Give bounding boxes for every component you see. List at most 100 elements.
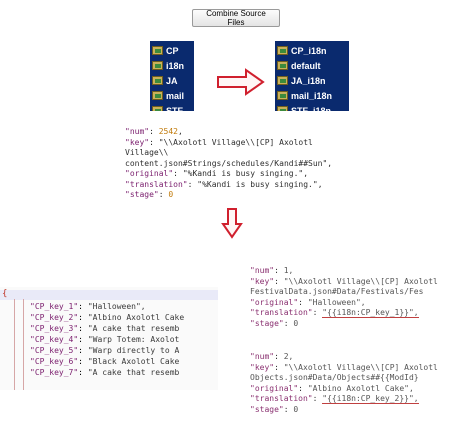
entry-value: "{{i18n:CP_key_2}}", [322, 394, 419, 404]
i18n-value: "A cake that resemb [87, 368, 180, 377]
folder-icon [277, 46, 288, 55]
entry-key: "num" [250, 352, 275, 361]
entry-colon: : [274, 276, 284, 286]
i18n-editor: { "CP_key_1": "Halloween","CP_key_2": "A… [0, 287, 218, 390]
code-line: "original": "%Kandi is busy singing.", [125, 169, 332, 180]
entry-key: "stage" [250, 318, 284, 328]
entry-key: "num" [250, 266, 275, 275]
entry-colon: : [298, 297, 308, 307]
json-entry-2: "num": 2,"key": "\\Axolotl Village\\[CP]… [250, 352, 474, 415]
folder-row: JA [152, 73, 191, 88]
entry-key: "translation" [250, 308, 313, 317]
i18n-colon: : [78, 335, 88, 344]
i18n-value: "Warp directly to A [87, 346, 180, 355]
folder-icon [152, 76, 163, 85]
entry-colon: : [312, 394, 323, 403]
entry-value: "\\Axolotl Village\\[CP] Axolotl [283, 276, 438, 286]
folder-icon [277, 76, 288, 85]
entry-value: "{{i18n:CP_key_1}}", [322, 308, 419, 318]
folder-row: JA_i18n [277, 73, 346, 88]
i18n-value: "Black Axolotl Cake [87, 357, 180, 366]
entry-colon: : [283, 318, 294, 328]
entry-line: "num": 1, [250, 266, 474, 277]
i18n-line: "CP_key_1": "Halloween", [30, 301, 184, 312]
json-key: "num" [125, 127, 150, 136]
entry-key: "key" [250, 276, 275, 286]
code-line: "stage": 0 [125, 190, 332, 201]
entry-value: "Halloween", [307, 297, 366, 307]
json-value: 0 [168, 190, 174, 199]
entry-line: "translation": "{{i18n:CP_key_1}}", [250, 308, 474, 319]
i18n-colon: : [78, 324, 88, 333]
folder-row: CP [152, 43, 191, 58]
folder-label: CP_i18n [291, 45, 327, 56]
folder-label: STF_i18n [291, 105, 332, 112]
i18n-line: "CP_key_3": "A cake that resemb [30, 323, 184, 334]
folder-icon [152, 91, 163, 100]
entry-value: 0 [293, 318, 299, 328]
folder-row: mail_i18n [277, 88, 346, 103]
entry-line: "original": "Halloween", [250, 298, 474, 309]
json-sep: : [149, 137, 159, 147]
i18n-line: "CP_key_6": "Black Axolotl Cake [30, 356, 184, 367]
i18n-key: "CP_key_2" [30, 313, 79, 322]
json-sep: : [158, 190, 169, 199]
i18n-colon: : [78, 346, 88, 355]
folder-label: JA_i18n [291, 75, 326, 86]
i18n-colon: : [78, 313, 88, 322]
entry-key: "stage" [250, 404, 284, 414]
json-comma: , [303, 169, 309, 178]
json-value: "\\Axolotl Village\\[CP] Axolotl [158, 137, 313, 147]
arrow-right-icon [217, 68, 265, 96]
i18n-value: "Halloween", [87, 302, 146, 311]
i18n-key-list: "CP_key_1": "Halloween","CP_key_2": "Alb… [30, 301, 184, 378]
i18n-key: "CP_key_1" [30, 302, 79, 311]
json-value: content.json#Strings/schedules/Kandi##Su… [125, 158, 328, 168]
i18n-colon: : [78, 368, 88, 377]
source-entry-json: "num": 2542,"key": "\\Axolotl Village\\[… [125, 127, 332, 201]
editor-gutter [14, 299, 24, 390]
folder-icon [277, 91, 288, 100]
entry-line: "num": 2, [250, 352, 474, 363]
entry-key: "original" [250, 297, 299, 307]
entry-line: FestivalData.json#Data/Festivals/Fes [250, 287, 474, 298]
brace-marker: { [2, 289, 8, 299]
editor-highlight-line [0, 290, 218, 300]
entry-line: "stage": 0 [250, 405, 474, 416]
i18n-colon: : [78, 357, 88, 366]
folder-row: CP_i18n [277, 43, 346, 58]
combine-source-files-button[interactable]: Combine Source Files [192, 9, 280, 27]
folder-row: i18n [152, 58, 191, 73]
folder-row: default [277, 58, 346, 73]
i18n-value: "Warp Totem: Axolot [87, 335, 180, 344]
entry-line: "translation": "{{i18n:CP_key_2}}", [250, 394, 474, 405]
folder-label: mail_i18n [291, 90, 333, 101]
json-comma: , [327, 158, 333, 168]
i18n-line: "CP_key_4": "Warp Totem: Axolot [30, 334, 184, 345]
i18n-key: "CP_key_3" [30, 324, 79, 333]
entry-line: "key": "\\Axolotl Village\\[CP] Axolotl [250, 363, 474, 374]
entry-value: FestivalData.json#Data/Festivals/Fes [250, 287, 424, 296]
entry-value: 1, [283, 266, 294, 275]
i18n-value: "A cake that resemb [87, 324, 180, 333]
json-sep: : [173, 169, 183, 178]
entry-value: 0 [293, 404, 299, 414]
i18n-value: "Albino Axolotl Cake [87, 313, 185, 322]
entry-key: "translation" [250, 394, 313, 403]
code-line: Village\\ [125, 148, 332, 159]
entry-colon: : [312, 308, 323, 317]
i18n-key: "CP_key_6" [30, 357, 79, 366]
json-value: Village\\ [125, 148, 169, 157]
entry-key: "key" [250, 362, 275, 372]
folder-row: mail [152, 88, 191, 103]
i18n-key: "CP_key_4" [30, 335, 79, 344]
json-value: 2542 [158, 127, 178, 136]
entry-colon: : [274, 266, 284, 275]
entry-colon: : [298, 383, 308, 393]
folder-label: STF [166, 105, 183, 112]
i18n-colon: : [78, 302, 88, 311]
i18n-line: "CP_key_2": "Albino Axolotl Cake [30, 312, 184, 323]
code-line: "num": 2542, [125, 127, 332, 138]
entry-colon: : [283, 404, 294, 414]
